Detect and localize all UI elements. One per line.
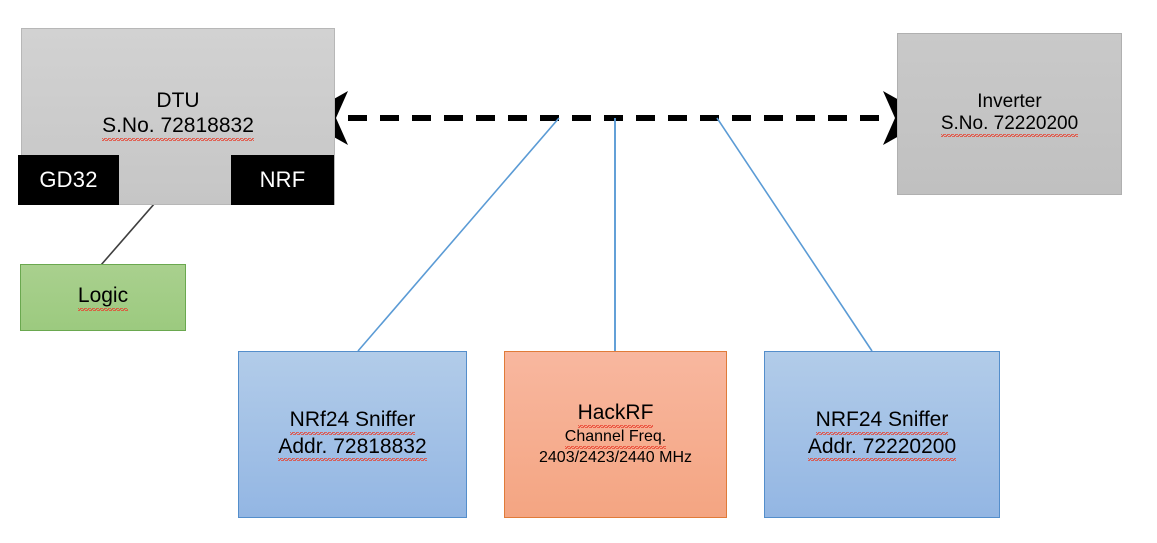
node-sniffer-left[interactable]: NRf24 Sniffer Addr. 72818832 xyxy=(238,351,467,518)
sniffer-left-line1: NRf24 Sniffer xyxy=(289,407,416,435)
connector-sniffer-left-tap xyxy=(357,117,560,352)
node-inverter[interactable]: Inverter S.No. 72220200 xyxy=(897,33,1122,195)
dtu-label: DTU S.No. 72818832 xyxy=(102,89,254,141)
node-logic[interactable]: Logic xyxy=(20,264,186,331)
hackrf-line3: 2403/2423/2440 MHz xyxy=(539,448,692,466)
dtu-line1: DTU xyxy=(156,89,200,112)
hackrf-line2: Channel Freq. xyxy=(564,428,667,449)
logic-label: Logic xyxy=(77,284,129,311)
sniffer-right-line1: NRF24 Sniffer xyxy=(815,407,949,435)
node-nrf[interactable]: NRF xyxy=(231,155,334,205)
sniffer-right-line2: Addr. 72220200 xyxy=(807,434,957,462)
sniffer-left-line2: Addr. 72818832 xyxy=(278,434,427,462)
node-hackrf[interactable]: HackRF Channel Freq. 2403/2423/2440 MHz xyxy=(504,351,727,518)
hackrf-line1: HackRF xyxy=(577,401,654,428)
nrf-label: NRF xyxy=(259,167,306,192)
gd32-label: GD32 xyxy=(39,167,98,192)
inverter-line2: S.No. 72220200 xyxy=(940,113,1079,138)
inverter-line1: Inverter xyxy=(977,90,1042,112)
node-gd32[interactable]: GD32 xyxy=(18,155,119,205)
connector-sniffer-right-tap xyxy=(716,117,873,352)
dtu-line2: S.No. 72818832 xyxy=(102,113,254,141)
node-sniffer-right[interactable]: NRF24 Sniffer Addr. 72220200 xyxy=(764,351,1000,518)
